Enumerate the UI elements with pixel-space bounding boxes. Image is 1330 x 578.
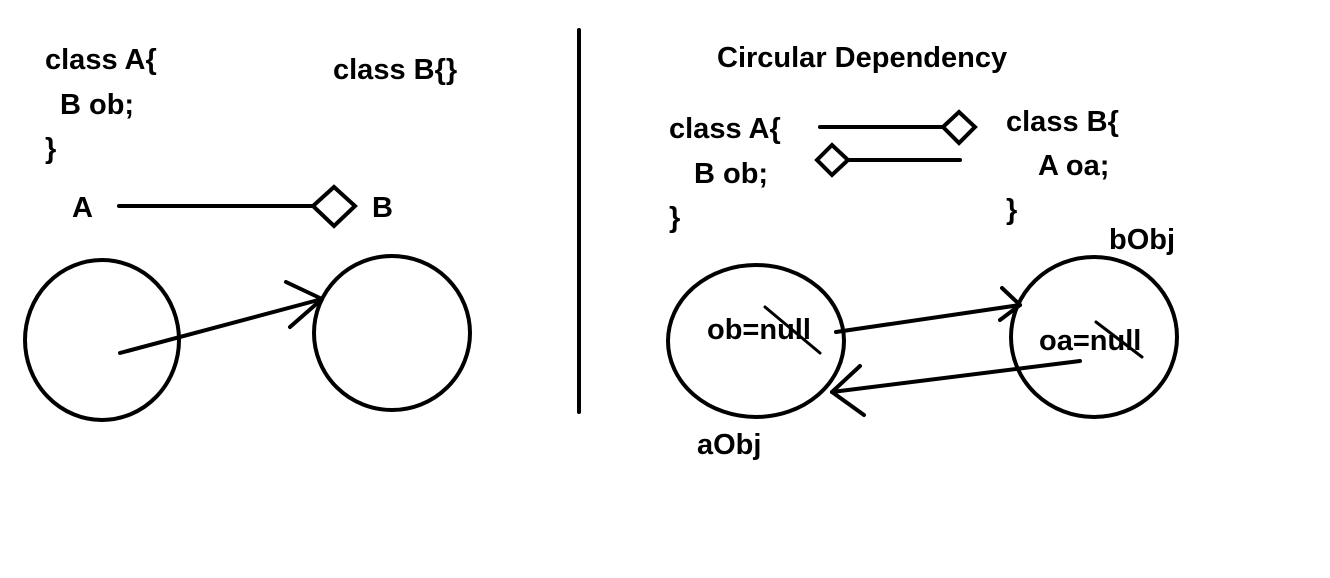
reference-arrow-line — [118, 297, 324, 355]
aobj-circle — [666, 263, 846, 419]
uml-label-b: B — [372, 192, 393, 224]
right-class-b-line3: } — [1006, 194, 1017, 226]
uml-label-a: A — [72, 192, 93, 224]
circular-dependency-title: Circular Dependency — [717, 42, 1007, 74]
right-panel: Circular Dependency class A{ B ob; } cla… — [666, 42, 1179, 461]
aggregation-diamond-icon — [310, 184, 358, 229]
bobj-field: oa=null — [1039, 325, 1141, 357]
right-class-a-line3: } — [669, 202, 680, 234]
aobj-field: ob=null — [707, 314, 811, 346]
bobj-to-aobj-arrow-line — [830, 359, 1082, 394]
left-class-a-line2: B ob; — [60, 89, 134, 121]
a-to-b-diamond-icon — [940, 109, 978, 146]
aobj-to-bobj-arrow-line — [834, 303, 1022, 334]
bobj-circle — [1009, 255, 1179, 419]
object-a-circle — [23, 258, 181, 422]
aobj-field-strike — [763, 305, 822, 355]
bobj-field-strike — [1094, 320, 1144, 359]
b-to-a-diamond-icon — [814, 142, 851, 178]
left-panel: class A{ B ob; } class B{} A B — [23, 44, 472, 422]
right-class-a-line1: class A{ — [669, 113, 781, 145]
bobj-to-aobj-arrow-head-icon — [830, 364, 866, 417]
left-class-a-line1: class A{ — [45, 44, 157, 76]
right-class-a-line2: B ob; — [694, 158, 768, 190]
aobj-label: aObj — [697, 429, 761, 461]
aobj-to-bobj-arrow-head-icon — [998, 286, 1022, 322]
object-b-circle — [312, 254, 472, 412]
left-class-a-line3: } — [45, 133, 56, 165]
left-class-b: class B{} — [333, 54, 457, 86]
bobj-label: bObj — [1109, 224, 1175, 256]
right-class-b-line1: class B{ — [1006, 106, 1119, 138]
right-class-b-line2: A oa; — [1038, 150, 1109, 182]
reference-arrow-head-icon — [284, 280, 324, 329]
